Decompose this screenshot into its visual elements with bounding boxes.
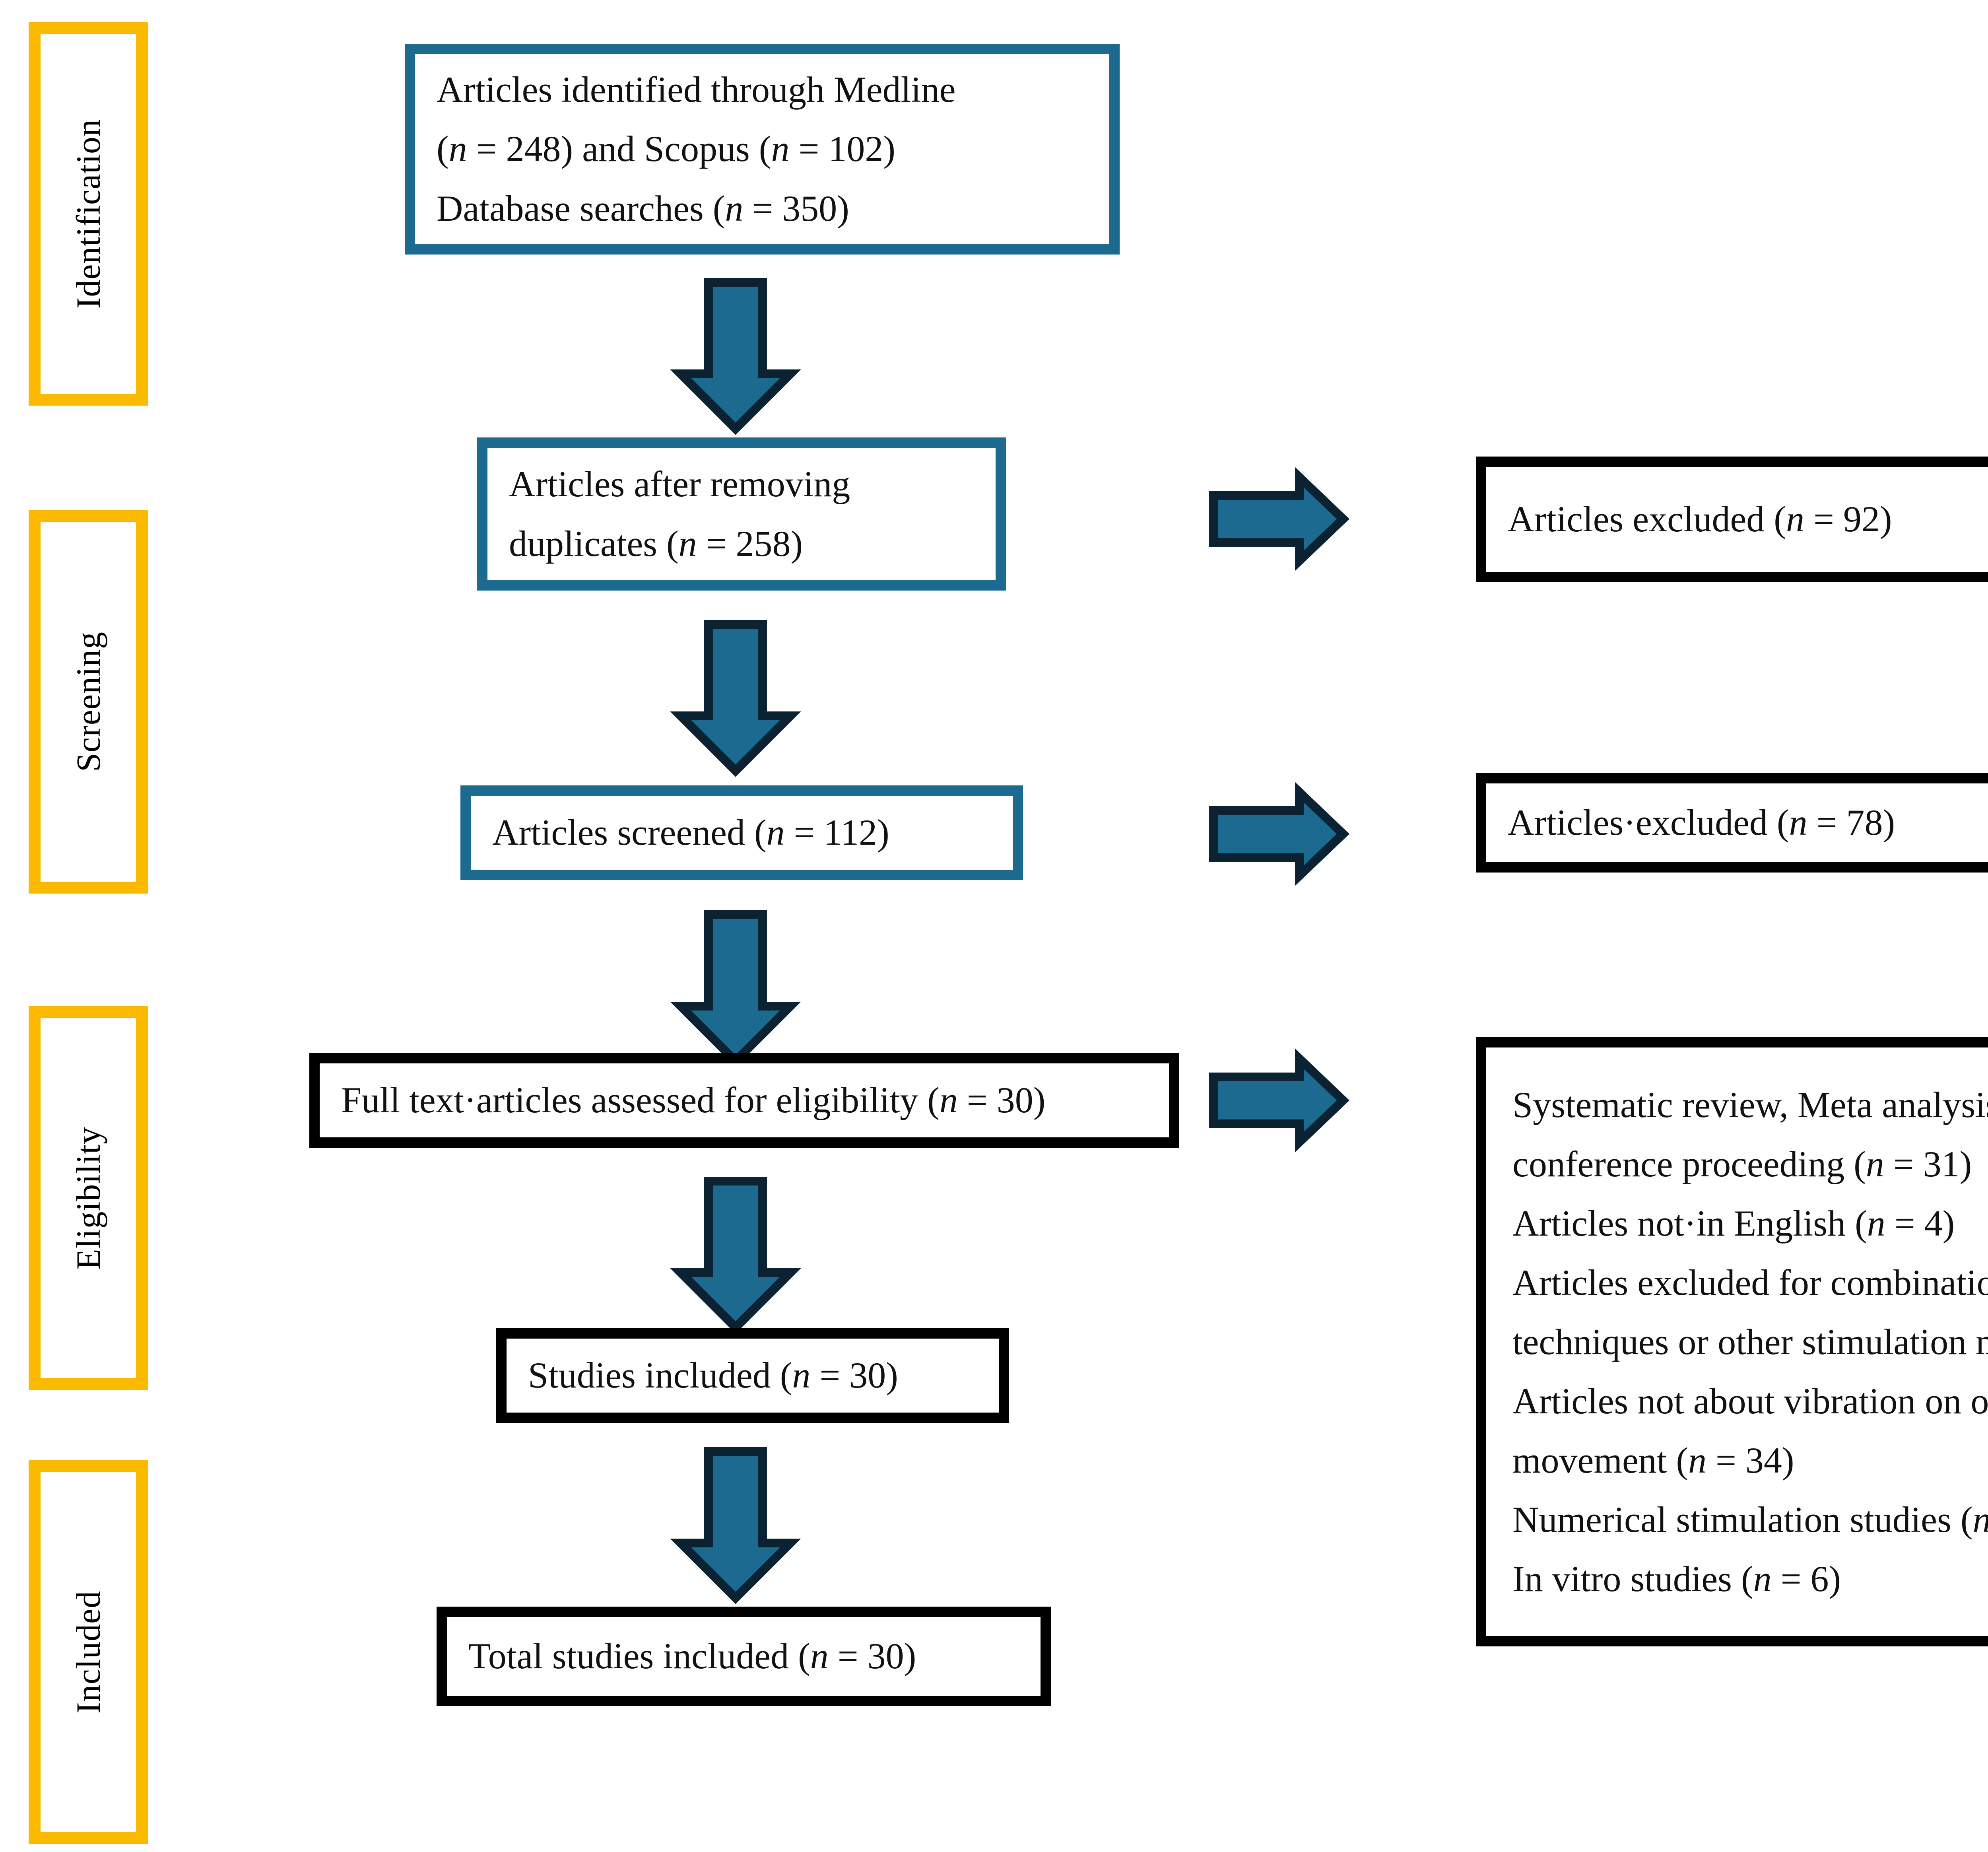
n-italic: n <box>1688 1440 1706 1481</box>
n-italic: n <box>1753 1559 1772 1599</box>
arrow-screened-to-excluded78 <box>1209 782 1349 886</box>
n-italic: n <box>1867 1203 1885 1244</box>
arrow-screened-to-fulltext <box>670 910 801 1067</box>
box-after-removing-duplicates: Articles after removing duplicates (n = … <box>477 437 1006 591</box>
n-italic: n <box>771 128 790 169</box>
box-articles-identified-text: Articles identified through Medline (n =… <box>437 60 1088 238</box>
arrow-duplicates-to-excluded92 <box>1209 467 1349 571</box>
arrow-duplicates-to-screened <box>670 620 801 777</box>
box-studies-included: Studies included (n = 30) <box>496 1328 1009 1423</box>
exclusion-reason-item: Systematic review, Meta analysis, case s… <box>1512 1084 1988 1185</box>
n-italic: n <box>1786 499 1804 540</box>
n-italic: n <box>1789 802 1807 843</box>
stage-label-screening: Screening <box>69 632 107 772</box>
duplicates-line-2: duplicates (n = 258) <box>509 523 803 564</box>
identified-line-2: (n = 248) and Scopus (n = 102) <box>437 128 895 169</box>
n-italic: n <box>1866 1144 1884 1185</box>
n-italic: n <box>939 1080 958 1121</box>
stage-rail-identification: Identification <box>29 22 148 406</box>
n-italic: n <box>792 1355 811 1396</box>
n-italic: n <box>448 128 467 169</box>
box-articles-excluded-92-text: Articles excluded (n = 92) <box>1508 499 1892 540</box>
box-articles-excluded-92: Articles excluded (n = 92) <box>1476 457 1988 582</box>
stage-rail-eligibility: Eligibility <box>29 1006 148 1390</box>
exclusion-reason-item: Articles not·in English (n = 4) <box>1512 1203 1955 1244</box>
exclusion-reason-item: Articles excluded for combination with s… <box>1512 1262 1988 1362</box>
box-studies-included-text: Studies included (n = 30) <box>528 1355 898 1396</box>
identified-line-3: Database searches (n = 350) <box>437 188 849 229</box>
box-articles-identified: Articles identified through Medline (n =… <box>405 44 1120 255</box>
arrow-fulltext-to-reasons <box>1209 1048 1349 1152</box>
exclusion-reason-item: Articles not about vibration on orthodon… <box>1512 1381 1988 1481</box>
stage-rail-included: Included <box>29 1460 148 1844</box>
arrow-fulltext-to-included <box>670 1177 801 1334</box>
box-eligibility-exclusion-reasons: Systematic review, Meta analysis, case s… <box>1476 1037 1988 1646</box>
arrow-included-to-total <box>670 1447 801 1604</box>
stage-rail-screening: Screening <box>29 510 148 894</box>
box-articles-excluded-78-text: Articles·excluded (n = 78) <box>1508 802 1895 843</box>
box-articles-excluded-78: Articles·excluded (n = 78) <box>1476 773 1988 873</box>
stage-label-eligibility: Eligibility <box>69 1126 107 1270</box>
n-italic: n <box>725 188 744 229</box>
box-total-studies-included: Total studies included (n = 30) <box>437 1607 1051 1706</box>
n-italic: n <box>810 1636 829 1677</box>
stage-label-identification: Identification <box>69 119 107 309</box>
duplicates-line-1: Articles after removing <box>509 464 850 505</box>
identified-line-1: Articles identified through Medline <box>437 69 956 110</box>
n-italic: n <box>1972 1499 1988 1540</box>
box-after-removing-duplicates-text: Articles after removing duplicates (n = … <box>509 455 974 573</box>
box-full-text-assessed: Full text·articles assessed for eligibil… <box>309 1053 1179 1148</box>
exclusion-reason-item: Numerical stimulation studies (n = 2) <box>1512 1490 1988 1549</box>
box-articles-screened: Articles screened (n = 112) <box>460 785 1023 880</box>
n-italic: n <box>678 523 697 564</box>
exclusion-reason-item: In vitro studies (n = 6) <box>1512 1559 1841 1599</box>
arrow-identified-to-duplicates <box>670 278 801 435</box>
box-articles-screened-text: Articles screened (n = 112) <box>492 812 889 853</box>
box-total-studies-included-text: Total studies included (n = 30) <box>468 1636 916 1677</box>
box-full-text-assessed-text: Full text·articles assessed for eligibil… <box>341 1080 1046 1121</box>
n-italic: n <box>766 812 785 853</box>
stage-label-included: Included <box>69 1591 107 1714</box>
